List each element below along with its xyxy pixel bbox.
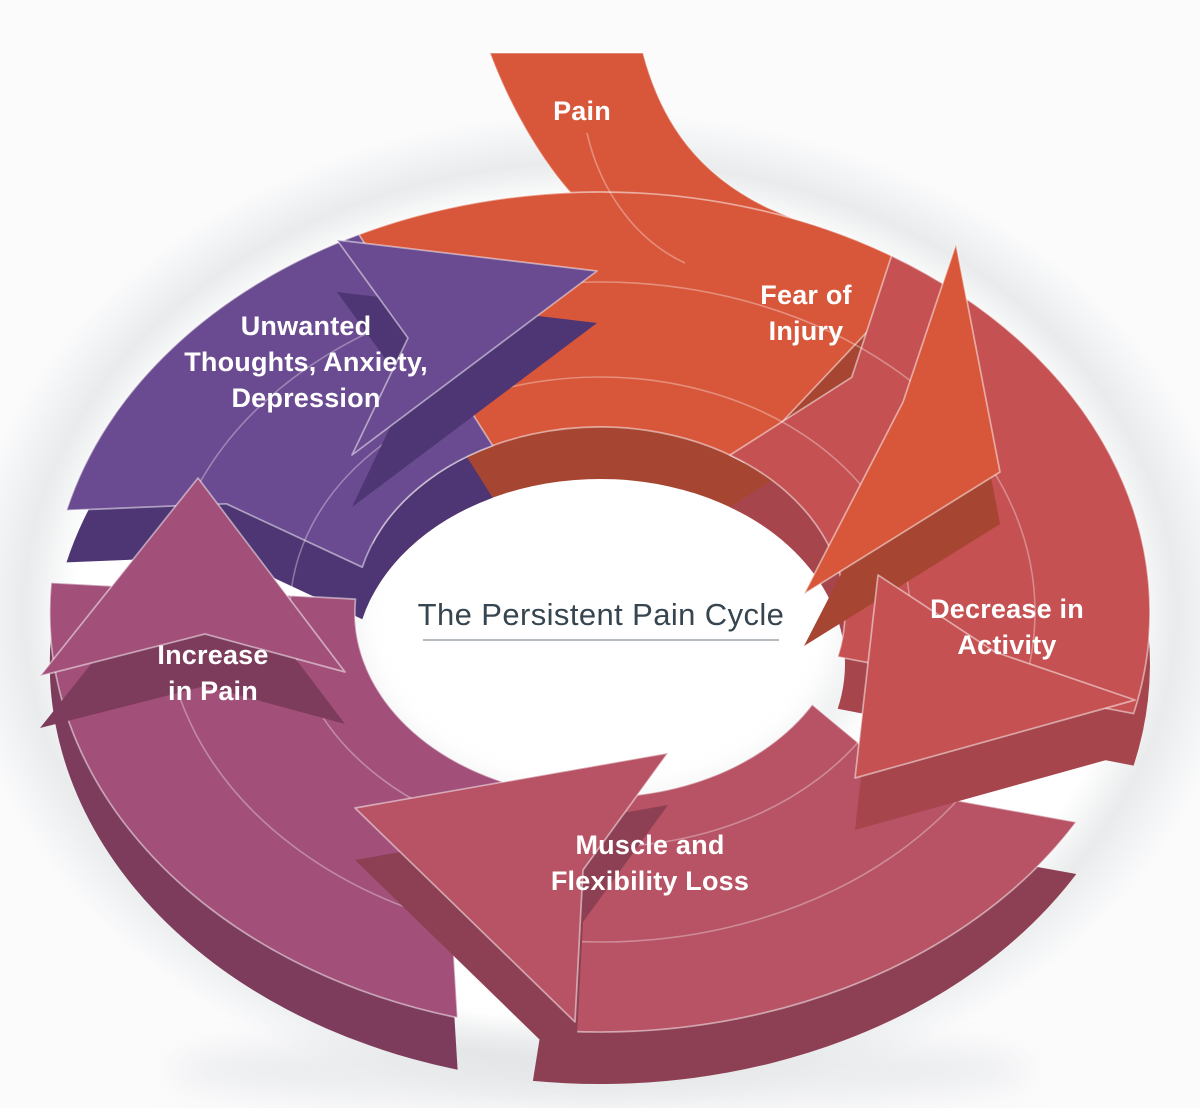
unwanted-arrowhead-side — [337, 292, 597, 507]
label-fear-of-injury: Fear of Injury — [760, 277, 851, 349]
label-muscle-flexibility-loss: Muscle and Flexibility Loss — [551, 827, 749, 899]
fear-arrowhead — [803, 243, 1001, 595]
label-line: Unwanted — [240, 311, 372, 341]
label-line: Flexibility Loss — [550, 866, 750, 896]
label-line: Increase — [157, 640, 269, 670]
label-line: Decrease in — [930, 594, 1084, 624]
label-line: Injury — [768, 316, 844, 346]
label-line: Depression — [231, 383, 381, 413]
label-line: Thoughts, Anxiety, — [184, 347, 428, 377]
label-unwanted-thoughts: Unwanted Thoughts, Anxiety, Depression — [184, 308, 428, 416]
title-divider — [423, 639, 779, 641]
label-line: Pain — [553, 96, 611, 126]
muscle-arrow-body — [532, 703, 1078, 1033]
increase-arrowhead — [39, 477, 346, 677]
page-title: The Persistent Pain Cycle — [417, 597, 785, 632]
label-increase-in-pain: Increase in Pain — [157, 637, 268, 709]
arrowheads — [39, 239, 1136, 1023]
label-line: Fear of — [760, 280, 852, 310]
muscle-arrowhead — [354, 752, 669, 1023]
label-decrease-in-activity: Decrease in Activity — [930, 591, 1084, 663]
label-line: Muscle and — [575, 830, 725, 860]
decrease-arrowhead — [854, 574, 1136, 779]
label-line: in Pain — [168, 676, 258, 706]
label-line: Activity — [957, 630, 1057, 660]
unwanted-arrowhead — [336, 239, 598, 456]
label-pain: Pain — [553, 93, 611, 129]
